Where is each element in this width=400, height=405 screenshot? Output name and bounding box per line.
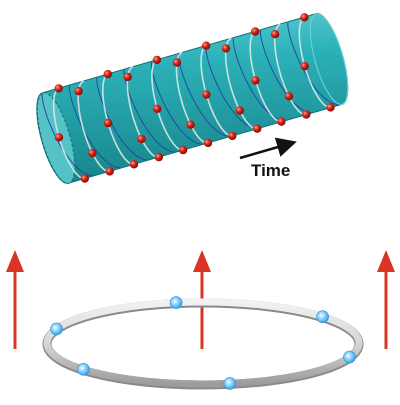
red-atom <box>154 152 164 162</box>
field-arrow-center <box>193 250 211 349</box>
red-atom <box>300 13 309 22</box>
red-atom <box>54 84 63 93</box>
time-crystal-cylinder <box>36 12 349 184</box>
red-atom <box>137 134 146 144</box>
field-arrow-left <box>6 250 24 349</box>
blue-atoms <box>50 296 356 390</box>
cylinder-far-cap <box>309 13 349 105</box>
red-atom <box>300 61 309 71</box>
red-atom <box>105 167 114 176</box>
red-atom <box>153 104 162 114</box>
red-atom <box>129 160 139 169</box>
blue-atom <box>50 322 63 336</box>
red-atom <box>172 58 182 67</box>
time-arrow <box>239 137 297 160</box>
red-atom <box>277 117 286 126</box>
red-atom <box>74 86 83 96</box>
red-atom <box>228 131 237 141</box>
red-atom <box>201 41 211 50</box>
blue-atom <box>343 350 356 364</box>
blue-atom <box>169 296 183 309</box>
red-atom <box>178 145 188 155</box>
red-atom <box>270 30 280 39</box>
ring-band <box>43 298 363 388</box>
atom-ring <box>42 296 364 390</box>
field-arrows <box>6 250 395 349</box>
red-atom <box>235 106 244 115</box>
red-atom <box>202 90 211 99</box>
red-atom <box>152 55 162 65</box>
red-atom <box>186 120 195 129</box>
red-atom <box>284 92 294 101</box>
blue-atom <box>316 310 329 324</box>
red-atom <box>203 138 213 148</box>
field-arrow-right <box>377 250 395 349</box>
red-atom <box>88 149 97 158</box>
red-atom <box>80 174 90 183</box>
red-atom <box>103 118 113 128</box>
red-atom <box>54 133 64 142</box>
red-atom <box>123 72 132 82</box>
red-atom <box>251 27 260 36</box>
red-atom <box>251 76 260 85</box>
blue-atom <box>77 362 90 376</box>
red-atom <box>302 110 311 119</box>
red-atom <box>221 44 231 53</box>
red-atoms <box>54 13 335 183</box>
red-atom <box>326 103 335 112</box>
time-label: Time <box>251 161 291 180</box>
red-atom <box>253 124 262 133</box>
red-atom <box>103 69 113 79</box>
blue-atom <box>223 377 237 390</box>
